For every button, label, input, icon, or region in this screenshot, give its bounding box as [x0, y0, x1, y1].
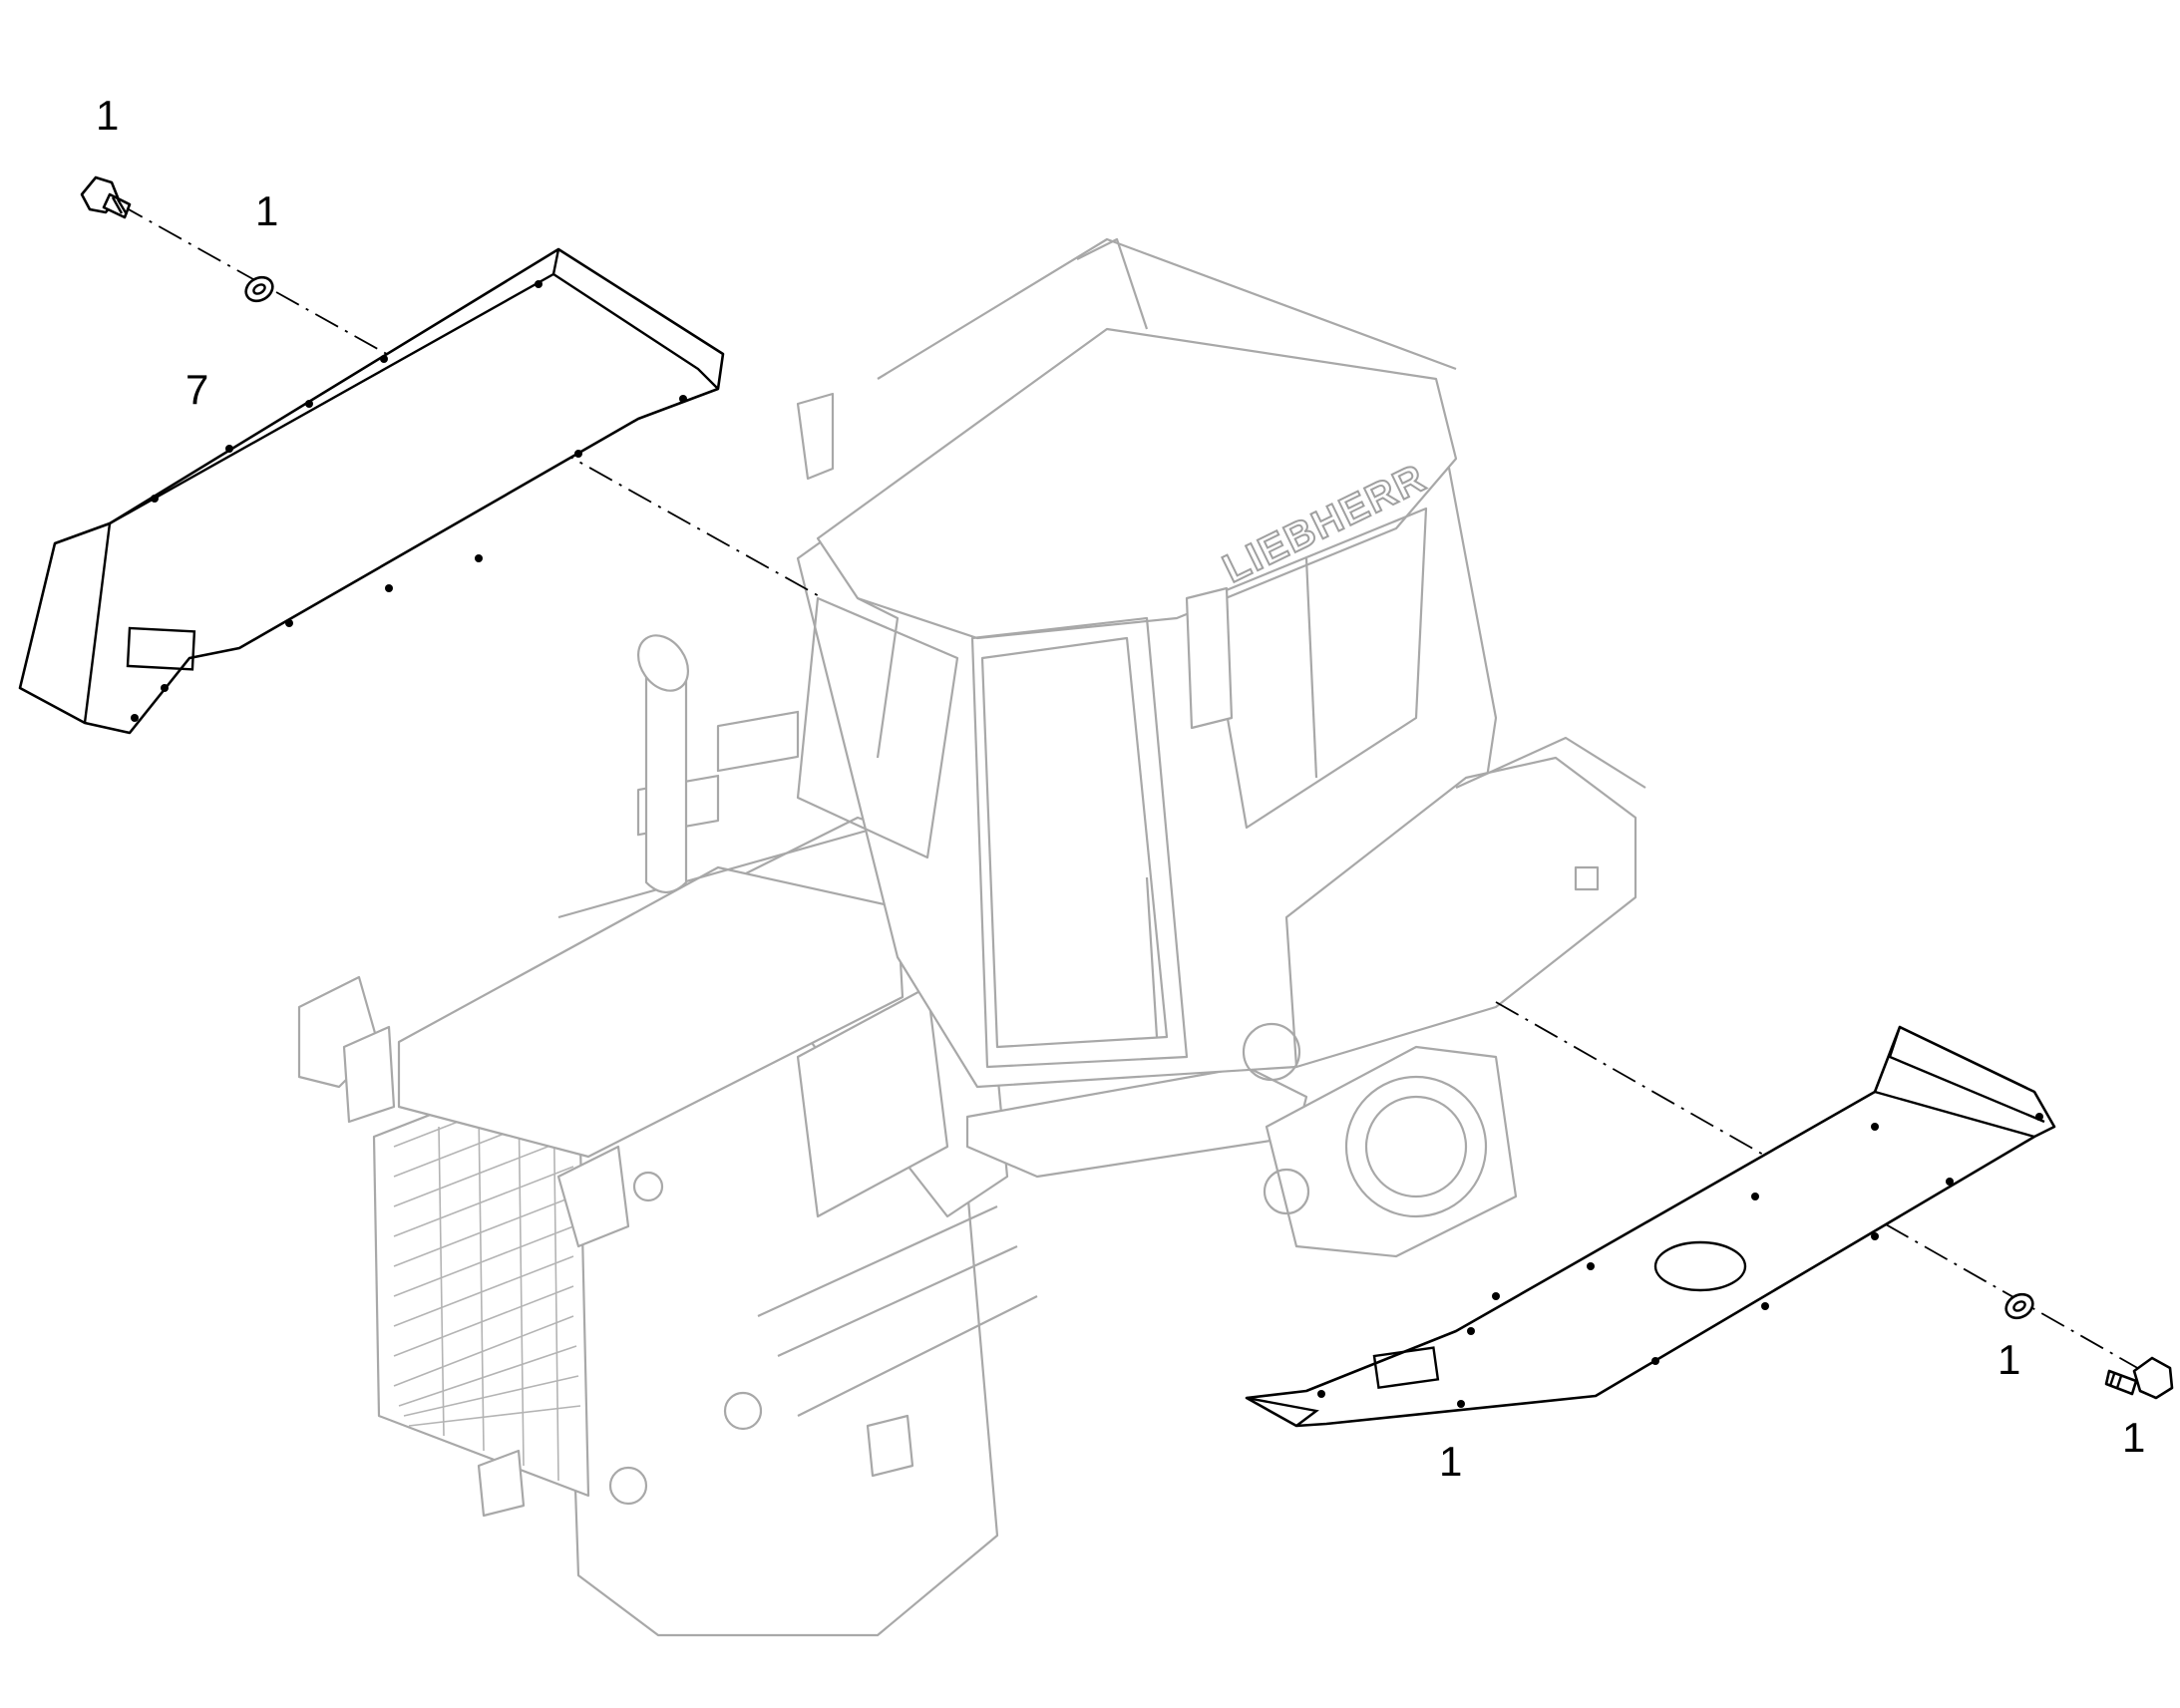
washer-bottom-icon [2004, 1292, 2034, 1320]
machine-outline: LIEBHERR [297, 237, 1646, 1637]
washer-top-icon [244, 275, 274, 303]
callout-washer-bottom: 1 [1998, 1336, 2020, 1383]
top-cover-panel [18, 247, 725, 735]
assembly-leader-lines [119, 203, 2170, 1387]
callout-bolt-top: 1 [96, 92, 119, 139]
callout-labels: 1 1 7 1 1 1 [96, 92, 2145, 1485]
callout-bolt-bottom: 1 [2122, 1414, 2145, 1461]
bolt-bottom-icon [2104, 1356, 2174, 1400]
bottom-cover-panel [1245, 1025, 2056, 1428]
callout-washer-top: 1 [255, 187, 278, 234]
callout-cover-top: 7 [185, 366, 208, 413]
final-drive [1242, 1022, 1518, 1258]
callout-cover-bottom: 1 [1439, 1438, 1462, 1485]
exhaust-stack [636, 634, 690, 894]
radiator-grille [372, 1055, 590, 1498]
bolt-top-icon [80, 175, 132, 219]
